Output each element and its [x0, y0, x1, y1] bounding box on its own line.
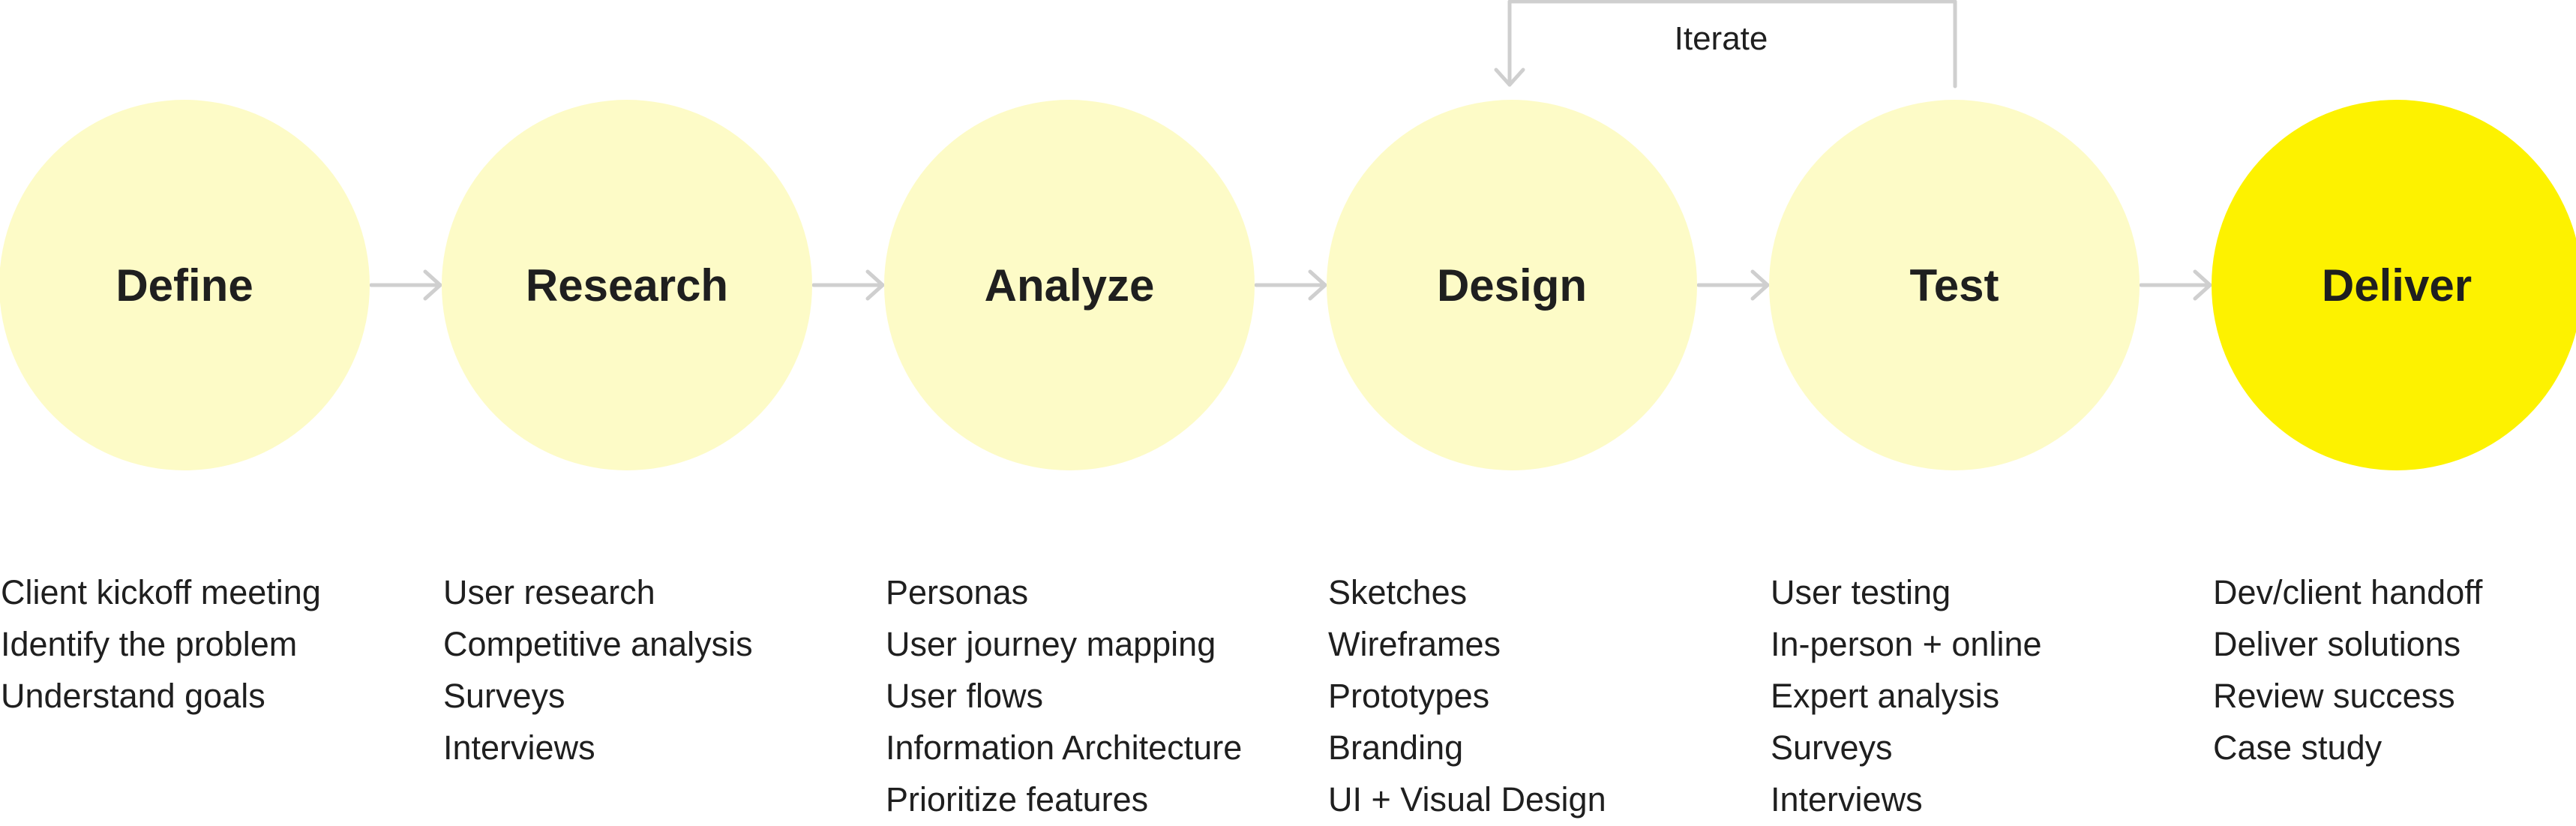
list-item: Case study [2213, 728, 2383, 767]
list-item: Personas [886, 573, 1029, 611]
list-item: Identify the problem [1, 625, 298, 663]
list-item: Interviews [443, 728, 595, 767]
list-item: Sketches [1328, 573, 1468, 611]
stage-title-research: Research [526, 260, 728, 311]
stage-circle-deliver [2212, 100, 2576, 470]
stage-circle-research [442, 100, 812, 470]
arrowhead-icon [2193, 269, 2212, 301]
list-item: User journey mapping [886, 625, 1216, 663]
list-item: Understand goals [1, 677, 265, 715]
list-item: Wireframes [1328, 625, 1501, 663]
list-item: Branding [1328, 728, 1464, 767]
list-item: Competitive analysis [443, 625, 753, 663]
list-item: User testing [1771, 573, 1951, 611]
list-item: Review success [2213, 677, 2455, 715]
stage-title-analyze: Analyze [985, 260, 1155, 311]
list-item: Client kickoff meeting [1, 573, 321, 611]
list-item: Surveys [443, 677, 565, 715]
list-item: Information Architecture [886, 728, 1243, 767]
arrowhead-icon [1750, 269, 1770, 301]
stage-title-test: Test [1910, 260, 1999, 311]
stage-circle-test [1769, 100, 2140, 470]
stage-title-deliver: Deliver [2322, 260, 2472, 311]
iterate-loop-arrowhead [1494, 68, 1525, 87]
stage-circles: Define Research Analyze Design Test Deliver [0, 100, 2576, 470]
stage-title-design: Design [1437, 260, 1587, 311]
iterate-label: Iterate [1675, 20, 1768, 57]
list-item: Deliver solutions [2213, 625, 2461, 663]
list-item: Prioritize features [886, 780, 1149, 818]
stage-arrows [369, 269, 2212, 301]
list-item: Dev/client handoff [2213, 573, 2483, 611]
list-item: Surveys [1771, 728, 1893, 767]
stage-circle-analyze [884, 100, 1255, 470]
list-item: Prototypes [1328, 677, 1490, 715]
arrowhead-icon [423, 269, 442, 301]
iterate-loop-line [1507, 0, 1957, 89]
stage-circle-design [1327, 100, 1697, 470]
list-item: User flows [886, 677, 1044, 715]
arrowhead-icon [1308, 269, 1327, 301]
arrowhead-icon [865, 269, 885, 301]
list-item: Expert analysis [1771, 677, 2000, 715]
list-item: User research [443, 573, 655, 611]
stage-circle-define [0, 100, 370, 470]
list-item: Interviews [1771, 780, 1923, 818]
stage-title-define: Define [115, 260, 253, 311]
list-item: In-person + online [1771, 625, 2042, 663]
list-item: UI + Visual Design [1328, 780, 1606, 818]
